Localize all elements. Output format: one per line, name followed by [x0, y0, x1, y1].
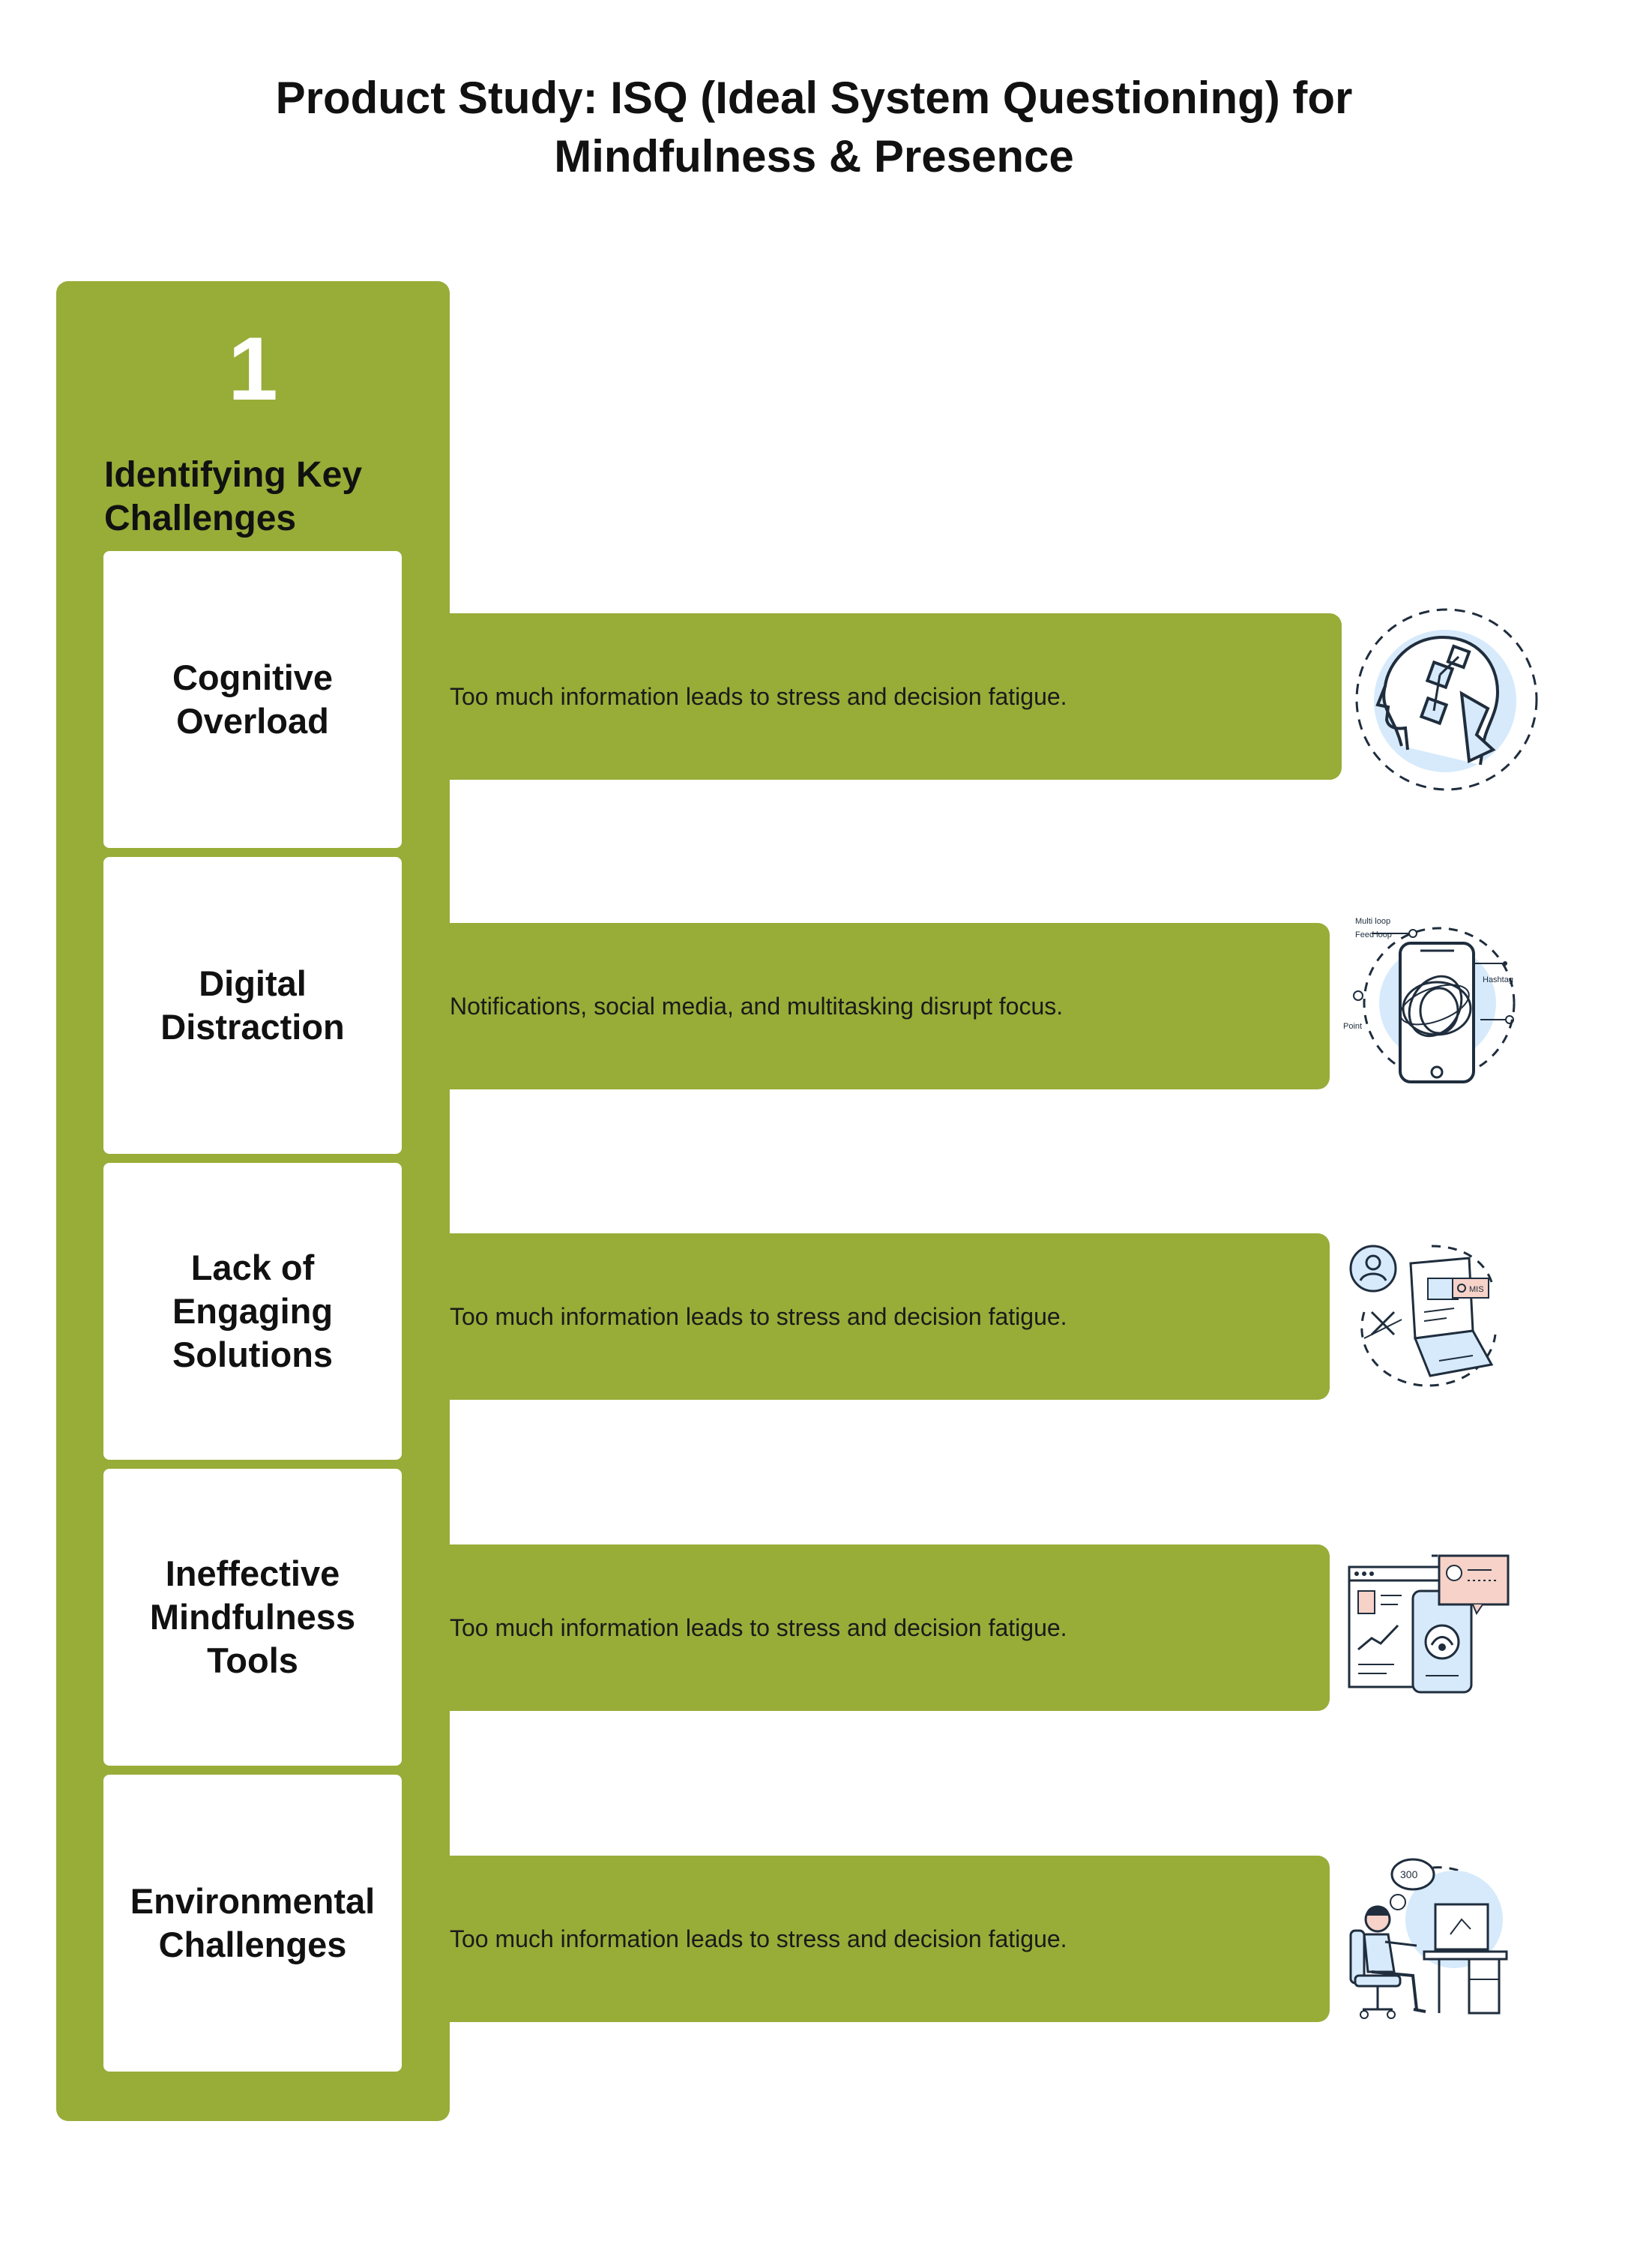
person-at-desk-icon: 300 — [1349, 1858, 1508, 2019]
challenge-description-environmental-challenges: Too much information leads to stress and… — [448, 1856, 1330, 2022]
challenge-name-line: Solutions — [172, 1335, 334, 1374]
challenge-name-line: Ineffective — [165, 1553, 340, 1593]
description-text: Notifications, social media, and multita… — [450, 992, 1064, 1020]
icon-label: Point — [1343, 1022, 1362, 1031]
challenge-description-lack-of-engaging-solutions: Too much information leads to stress and… — [448, 1233, 1330, 1400]
challenge-name-line: Lack of — [190, 1248, 315, 1287]
page-title-line-2: Mindfulness & Presence — [554, 131, 1074, 181]
section-number: 1 — [228, 319, 278, 419]
icon-label: Hashtag — [1483, 975, 1513, 984]
section-title: Identifying Key Challenges — [104, 455, 363, 538]
laptop-user-icon: MIS — [1349, 1245, 1497, 1387]
challenge-name-line: Mindfulness — [149, 1597, 356, 1637]
icon-label: MIS — [1469, 1285, 1484, 1294]
challenge-name-line: Overload — [176, 701, 329, 741]
phone-tangle-icon: Multi loop Feed loop Hashtag Point — [1343, 917, 1516, 1083]
challenge-card-lack-of-engaging-solutions: Lack of Engaging Solutions — [103, 1163, 402, 1460]
challenge-name-line: Tools — [207, 1640, 298, 1680]
description-text: Too much information leads to stress and… — [450, 1302, 1067, 1330]
challenge-description-digital-distraction: Notifications, social media, and multita… — [448, 923, 1330, 1089]
challenge-name: Digital Distraction — [160, 962, 345, 1049]
challenge-name-line: Cognitive — [172, 658, 334, 697]
challenge-name-line: Environmental — [130, 1881, 376, 1921]
icon-label: Multi loop — [1355, 917, 1390, 926]
challenge-name: Environmental Challenges — [130, 1880, 375, 1967]
challenge-name: Lack of Engaging Solutions — [172, 1246, 333, 1377]
challenge-card-ineffective-mindfulness-tools: Ineffective Mindfulness Tools — [103, 1469, 402, 1766]
description-text: Too much information leads to stress and… — [450, 682, 1067, 710]
challenge-card-digital-distraction: Digital Distraction — [103, 857, 402, 1154]
description-text: Too much information leads to stress and… — [450, 1613, 1067, 1641]
challenge-card-environmental-challenges: Environmental Challenges — [103, 1775, 402, 2072]
icon-label: Feed loop — [1355, 930, 1392, 939]
page-title: Product Study: ISQ (Ideal System Questio… — [0, 69, 1628, 186]
app-dashboard-icon — [1348, 1554, 1510, 1694]
challenge-name-line: Challenges — [158, 1925, 347, 1964]
challenge-name-line: Digital — [199, 963, 307, 1003]
challenge-name: Cognitive Overload — [172, 656, 333, 743]
challenge-name-line: Distraction — [160, 1007, 345, 1047]
description-text: Too much information leads to stress and… — [450, 1925, 1067, 1952]
challenge-name: Ineffective Mindfulness Tools — [150, 1552, 355, 1682]
challenge-description-cognitive-overload: Too much information leads to stress and… — [448, 613, 1342, 780]
challenge-card-cognitive-overload: Cognitive Overload — [103, 551, 402, 848]
challenge-name-line: Engaging — [172, 1291, 334, 1331]
page-title-line-1: Product Study: ISQ (Ideal System Questio… — [275, 73, 1353, 123]
icon-label: 300 — [1400, 1868, 1418, 1880]
challenge-description-ineffective-mindfulness-tools: Too much information leads to stress and… — [448, 1544, 1330, 1711]
head-puzzle-icon — [1355, 608, 1538, 791]
